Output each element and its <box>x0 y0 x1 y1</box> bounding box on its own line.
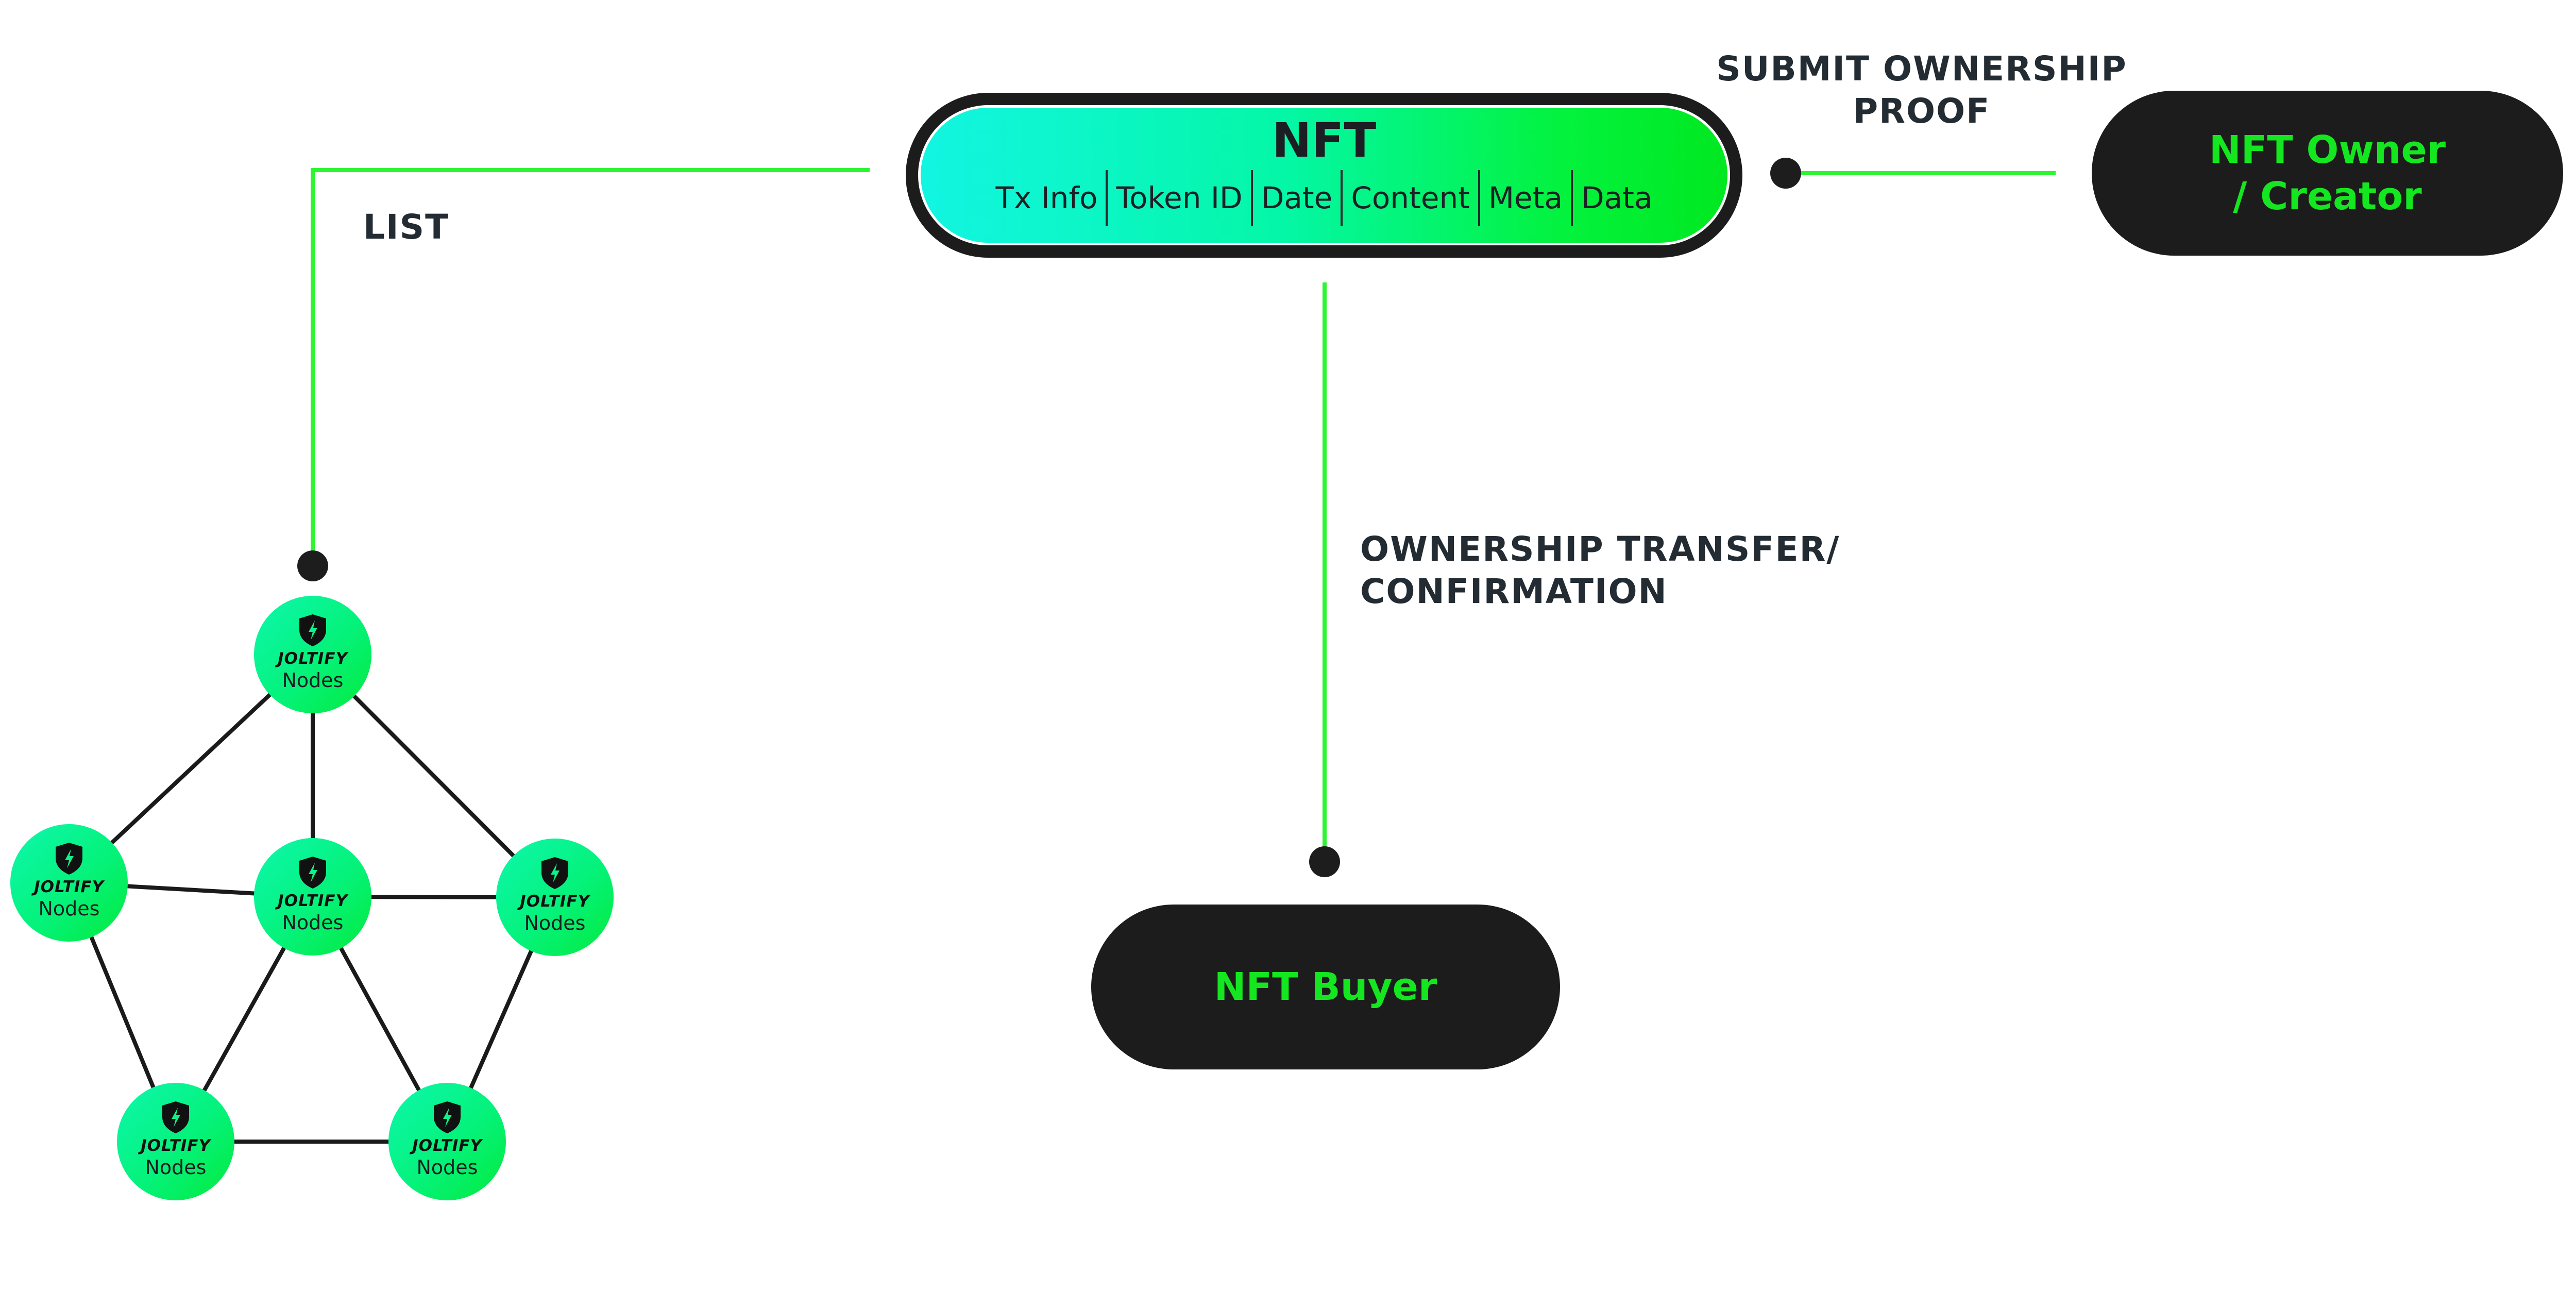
submit-ownership-proof-line-2: PROOF <box>1853 91 1991 131</box>
node-caption: Nodes <box>282 911 344 934</box>
node-caption: Nodes <box>416 1156 478 1179</box>
submit-ownership-proof-label: SUBMIT OWNERSHIP PROOF <box>1716 48 2128 132</box>
nft-field-meta: Meta <box>1488 180 1563 215</box>
nft-buyer-label: NFT Buyer <box>1214 965 1437 1009</box>
node-caption: Nodes <box>282 669 344 692</box>
nft-field-divider <box>1106 170 1108 226</box>
shield-bolt-icon <box>299 857 326 889</box>
nft-field-divider <box>1341 170 1343 226</box>
list-label: LIST <box>363 207 450 247</box>
joltify-node-top: JOLTIFY Nodes <box>254 596 371 713</box>
joltify-brand-text: JOLTIFY <box>412 1136 482 1155</box>
submit-ownership-proof-line-1: SUBMIT OWNERSHIP <box>1716 49 2127 89</box>
nft-field-content: Content <box>1351 180 1470 215</box>
submit-proof-dot <box>1770 158 1801 189</box>
nft-field-divider <box>1250 170 1253 226</box>
joltify-node-bottom-left: JOLTIFY Nodes <box>117 1083 234 1200</box>
nft-capsule: NFT Tx Info Token ID Date Content Meta D… <box>906 93 1742 258</box>
shield-bolt-icon <box>299 614 326 646</box>
nft-field-tx-info: Tx Info <box>995 180 1098 215</box>
nft-field-token-id: Token ID <box>1116 180 1243 215</box>
shield-bolt-icon <box>56 843 82 875</box>
nft-field-data: Data <box>1581 180 1653 215</box>
shield-bolt-icon <box>162 1101 189 1133</box>
joltify-brand-text: JOLTIFY <box>141 1136 211 1155</box>
nft-field-row: Tx Info Token ID Date Content Meta Data <box>921 170 1727 226</box>
joltify-brand-text: JOLTIFY <box>520 892 590 911</box>
joltify-node-right: JOLTIFY Nodes <box>496 839 614 956</box>
joltify-brand-text: JOLTIFY <box>278 649 348 668</box>
node-caption: Nodes <box>38 897 100 920</box>
nft-buyer-pill: NFT Buyer <box>1091 905 1560 1069</box>
ownership-transfer-label: OWNERSHIP TRANSFER/ CONFIRMATION <box>1360 528 1840 613</box>
nft-capsule-body: NFT Tx Info Token ID Date Content Meta D… <box>918 105 1730 245</box>
node-caption: Nodes <box>524 912 586 934</box>
nft-owner-creator-label: NFT Owner / Creator <box>2209 128 2446 219</box>
ownership-transfer-line-2: CONFIRMATION <box>1360 572 1668 611</box>
joltify-brand-text: JOLTIFY <box>278 892 348 910</box>
nft-field-date: Date <box>1261 180 1333 215</box>
joltify-node-center: JOLTIFY Nodes <box>254 838 371 956</box>
list-connector-dot <box>297 550 328 581</box>
joltify-brand-text: JOLTIFY <box>34 878 104 896</box>
joltify-node-left: JOLTIFY Nodes <box>10 824 128 942</box>
nft-field-divider <box>1478 170 1480 226</box>
nft-owner-creator-pill: NFT Owner / Creator <box>2092 91 2563 256</box>
shield-bolt-icon <box>434 1101 461 1133</box>
nft-title: NFT <box>1272 113 1377 168</box>
list-connector <box>311 168 870 566</box>
node-caption: Nodes <box>145 1156 207 1179</box>
nft-field-divider <box>1571 170 1573 226</box>
shield-bolt-icon <box>541 857 568 889</box>
joltify-node-bottom-right: JOLTIFY Nodes <box>388 1083 506 1200</box>
ownership-transfer-line-1: OWNERSHIP TRANSFER/ <box>1360 529 1840 569</box>
transfer-dot <box>1309 846 1340 877</box>
